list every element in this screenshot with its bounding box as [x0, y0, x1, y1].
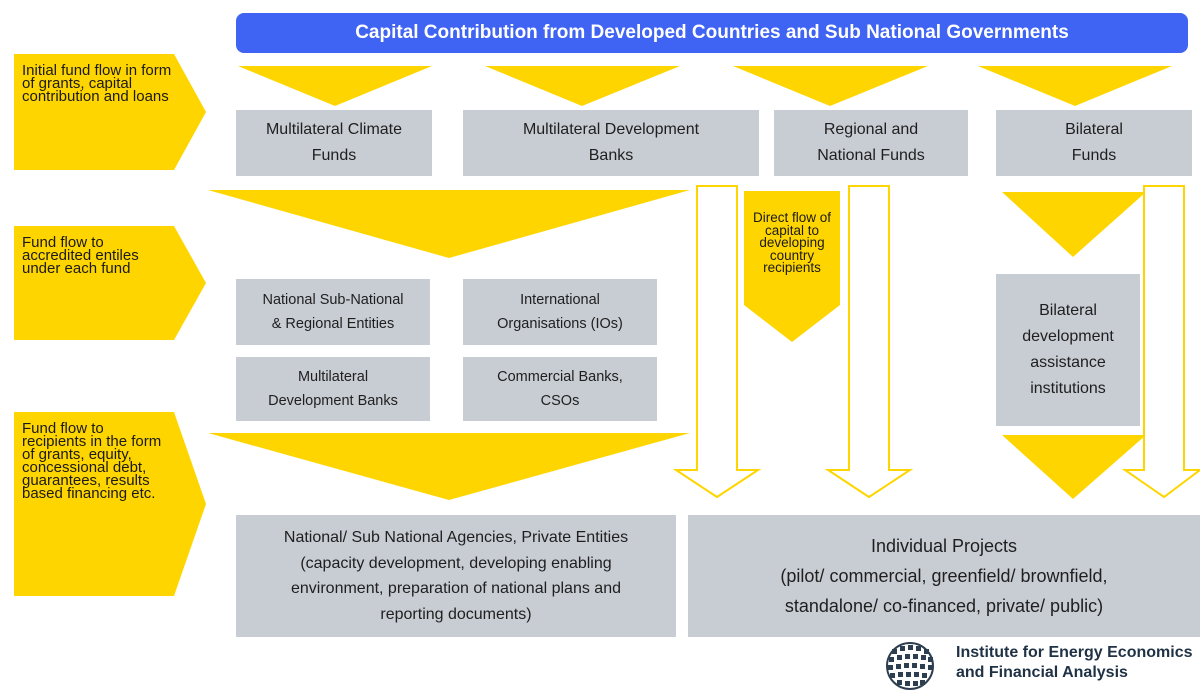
box-text: assistance	[1030, 354, 1106, 371]
box-text: Multilateral Development	[522, 121, 700, 138]
globe-icon	[886, 642, 934, 690]
box-text: Banks	[588, 147, 634, 164]
down-triangle	[733, 66, 928, 106]
box-text: International	[520, 292, 600, 308]
bilateral-institutions-box: Bilateral development assistance institu…	[996, 274, 1140, 426]
box-text: Bilateral	[1065, 121, 1123, 138]
logo-text: Institute for Energy Economics	[956, 644, 1193, 661]
box-text: National Funds	[817, 147, 925, 164]
side-label: Initial fund flow in form of grants, cap…	[22, 62, 172, 105]
box-text: environment, preparation of national pla…	[290, 580, 621, 597]
entity-box-commercial-banks: Commercial Banks, CSOs	[463, 357, 657, 421]
box-text: Development Banks	[268, 393, 398, 409]
down-triangle	[1002, 435, 1146, 499]
header-bar: Capital Contribution from Developed Coun…	[236, 13, 1188, 53]
box-text: Individual Projects	[870, 536, 1018, 556]
direct-flow-label: Direct flow of capital to developing cou…	[752, 210, 832, 275]
projects-box: Individual Projects (pilot/ commercial, …	[688, 515, 1200, 637]
ieefa-logo: Institute for Energy Economics and Finan…	[870, 641, 1200, 692]
box-text: (pilot/ commercial, greenfield/ brownfie…	[780, 566, 1108, 586]
down-triangle	[208, 433, 690, 500]
box-text: standalone/ co-financed, private/ public…	[784, 596, 1104, 616]
side-arrow-initial: Initial fund flow in form of grants, cap…	[14, 54, 206, 170]
side-arrow-accredited: Fund flow to accredited entiles under ea…	[14, 226, 206, 340]
box-text: Commercial Banks,	[497, 369, 623, 385]
box-text: development	[1022, 328, 1114, 345]
hollow-down-arrow	[824, 185, 914, 499]
box-text: Organisations (IOs)	[497, 316, 623, 332]
down-triangle	[238, 66, 432, 106]
header-title: Capital Contribution from Developed Coun…	[355, 22, 1069, 43]
down-triangle	[485, 66, 680, 106]
box-text: reporting documents)	[380, 605, 532, 623]
box-text: Funds	[311, 147, 357, 164]
box-text: institutions	[1030, 380, 1106, 397]
logo-text: and Financial Analysis	[956, 664, 1128, 681]
entity-box-national-regional: National Sub-National & Regional Entities	[236, 279, 430, 345]
box-text: Multilateral Climate	[265, 121, 403, 138]
box-text: National/ Sub National Agencies, Private…	[283, 529, 629, 546]
box-text: Bilateral	[1039, 302, 1097, 319]
hollow-down-arrow	[1121, 185, 1200, 499]
side-arrow-recipients: Fund flow to recipients in the form of g…	[14, 412, 206, 596]
box-text: CSOs	[540, 393, 580, 409]
down-triangle	[978, 66, 1172, 106]
side-label: Fund flow to accredited entiles under ea…	[22, 234, 139, 277]
direct-flow-arrow	[744, 191, 840, 342]
down-triangle	[208, 190, 690, 258]
box-text: (capacity development, developing enabli…	[300, 554, 612, 572]
down-triangle	[1002, 192, 1146, 257]
box-text: National Sub-National	[262, 292, 404, 308]
box-text: Multilateral	[297, 369, 369, 385]
hollow-down-arrow	[672, 185, 762, 499]
side-label: Fund flow to recipients in the form of g…	[22, 420, 162, 502]
box-text: Funds	[1071, 147, 1117, 164]
box-text: & Regional Entities	[271, 316, 395, 332]
box-text: Regional and	[823, 121, 919, 138]
recipients-box: National/ Sub National Agencies, Private…	[236, 515, 676, 637]
